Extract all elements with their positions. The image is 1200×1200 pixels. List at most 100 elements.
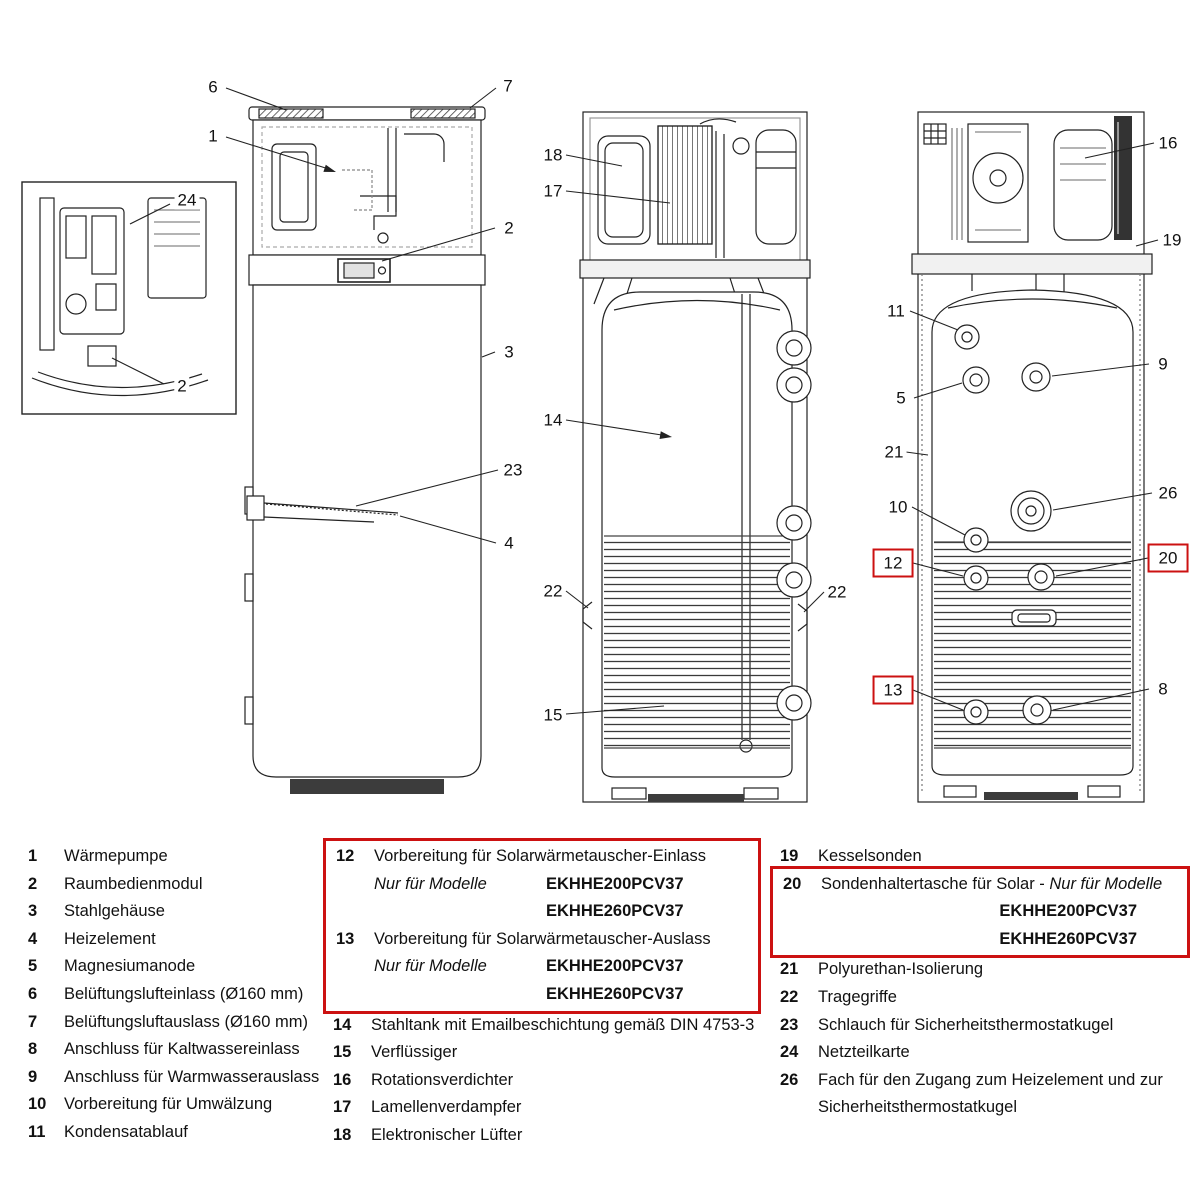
- callout-26: 26: [1155, 483, 1181, 503]
- legend-item-text: Anschluss für Warmwasserauslass: [64, 1064, 330, 1092]
- callout-4: 4: [501, 533, 517, 553]
- rear-view-leaders: [905, 142, 1159, 711]
- callout-13: 13: [872, 675, 914, 705]
- legend-line: Magnesiumanode: [64, 953, 330, 981]
- legend-item-2: 2 Raumbedienmodul: [28, 871, 330, 899]
- legend-text: Magnesiumanode: [64, 957, 196, 976]
- air-outlet-vent: [410, 108, 476, 119]
- legend-line: EKHHE260PCV37: [821, 926, 1187, 954]
- legend-item-text: Verflüssiger: [371, 1039, 763, 1067]
- legend-item-text: Wärmepumpe: [64, 843, 330, 871]
- legend-line: Anschluss für Warmwasserauslass: [64, 1064, 330, 1092]
- legend-text: EKHHE200PCV37: [999, 902, 1137, 921]
- legend-line: EKHHE200PCV37: [821, 898, 1187, 926]
- legend-item-text: Anschluss für Kaltwassereinlass: [64, 1036, 330, 1064]
- legend-item-text: Vorbereitung für Solarwärmetauscher-Ausl…: [374, 926, 758, 1009]
- callout-17: 17: [540, 181, 566, 201]
- legend-line: Stahlgehäuse: [64, 898, 330, 926]
- legend-item-text: Vorbereitung für Solarwärmetauscher-Einl…: [374, 843, 758, 926]
- legend-item-15: 15 Verflüssiger: [333, 1039, 763, 1067]
- callout-2: 2: [174, 376, 190, 396]
- legend-item-19: 19 Kesselsonden: [780, 843, 1192, 871]
- legend-text: Heizelement: [64, 929, 156, 948]
- legend-item-text: Belüftungslufteinlass (Ø160 mm): [64, 981, 330, 1009]
- legend-line: Belüftungsluftauslass (Ø160 mm): [64, 1009, 330, 1037]
- legend-text: Nur für Modelle: [1049, 874, 1163, 893]
- callout-11: 11: [884, 301, 908, 321]
- legend-text: Raumbedienmodul: [64, 874, 203, 893]
- legend-item-text: Stahltank mit Emailbeschichtung gemäß DI…: [371, 1012, 763, 1040]
- legend-line: Heizelement: [64, 926, 330, 954]
- legend-text: Belüftungsluftauslass (Ø160 mm): [64, 1012, 308, 1031]
- legend-item-17: 17 Lamellenverdampfer: [333, 1094, 763, 1122]
- legend-item-number: 22: [780, 987, 799, 1006]
- rear-view-drawing: [911, 111, 1153, 803]
- callout-21: 21: [881, 442, 907, 462]
- legend-item-number: 6: [28, 984, 38, 1003]
- callout-18: 18: [540, 145, 566, 165]
- callout-19: 19: [1159, 230, 1185, 250]
- legend-item-text: Rotationsverdichter: [371, 1067, 763, 1095]
- heating-element-rod: [263, 502, 399, 523]
- carry-handle-right: [797, 603, 808, 632]
- legend-line: Polyurethan-Isolierung: [818, 956, 1192, 984]
- legend-item-number: 9: [28, 1067, 38, 1086]
- legend-item-14: 14 Stahltank mit Emailbeschichtung gemäß …: [333, 1012, 763, 1040]
- callout-7: 7: [500, 76, 516, 96]
- legend-text: Rotationsverdichter: [371, 1070, 514, 1089]
- legend-line: Kesselsonden: [818, 843, 1192, 871]
- air-inlet-vent: [258, 108, 324, 119]
- legend-text: Nur für Modelle: [374, 874, 487, 893]
- callout-22: 22: [540, 581, 566, 601]
- legend-line: EKHHE260PCV37: [374, 898, 758, 926]
- legend-item-text: Lamellenverdampfer: [371, 1094, 763, 1122]
- legend-text: Polyurethan-Isolierung: [818, 960, 984, 979]
- legend-line: Sicherheitsthermostatkugel: [818, 1094, 1192, 1122]
- legend-line: Vorbereitung für Solarwärmetauscher-Einl…: [374, 843, 758, 871]
- legend-item-number: 17: [333, 1098, 352, 1117]
- legend-line: Kondensatablauf: [64, 1119, 330, 1147]
- callout-16: 16: [1155, 133, 1181, 153]
- detail-inset-drawing: [21, 181, 237, 415]
- legend-item-11: 11 Kondensatablauf: [28, 1119, 330, 1147]
- legend-item-text: Elektronischer Lüfter: [371, 1122, 763, 1150]
- callout-9: 9: [1155, 354, 1171, 374]
- legend-item-number: 11: [28, 1122, 46, 1141]
- legend-line: Sondenhaltertasche für Solar - Nur für M…: [821, 871, 1187, 899]
- legend-item-text: Tragegriffe: [818, 984, 1192, 1012]
- callout-15: 15: [540, 705, 566, 725]
- legend-line: EKHHE260PCV37: [374, 981, 758, 1009]
- legend-text: EKHHE260PCV37: [546, 902, 684, 921]
- legend-text: Nur für Modelle: [374, 957, 487, 976]
- legend-item-text: Magnesiumanode: [64, 953, 330, 981]
- legend-item-number: 23: [780, 1015, 799, 1034]
- legend-item-text: Kondensatablauf: [64, 1119, 330, 1147]
- legend-line: Netzteilkarte: [818, 1039, 1192, 1067]
- cutaway-view-drawing: [579, 111, 812, 803]
- legend-item-number: 15: [333, 1043, 352, 1062]
- legend-text: Vorbereitung für Umwälzung: [64, 1095, 273, 1114]
- legend-item-number: 2: [28, 874, 38, 893]
- callout-24: 24: [174, 190, 200, 210]
- legend-line: Stahltank mit Emailbeschichtung gemäß DI…: [371, 1012, 763, 1040]
- legend-item-number: 3: [28, 902, 38, 921]
- legend-text: Sondenhaltertasche für Solar -: [821, 874, 1050, 893]
- legend-line: Rotationsverdichter: [371, 1067, 763, 1095]
- legend-item-number: 14: [333, 1015, 352, 1034]
- legend-item-text: Sondenhaltertasche für Solar - Nur für M…: [821, 871, 1187, 954]
- legend-text: Vorbereitung für Solarwärmetauscher-Ausl…: [374, 929, 711, 948]
- legend-item-number: 19: [780, 847, 799, 865]
- callout-23: 23: [500, 460, 526, 480]
- legend-text: Lamellenverdampfer: [371, 1098, 522, 1117]
- legend-item-number: 26: [780, 1070, 799, 1089]
